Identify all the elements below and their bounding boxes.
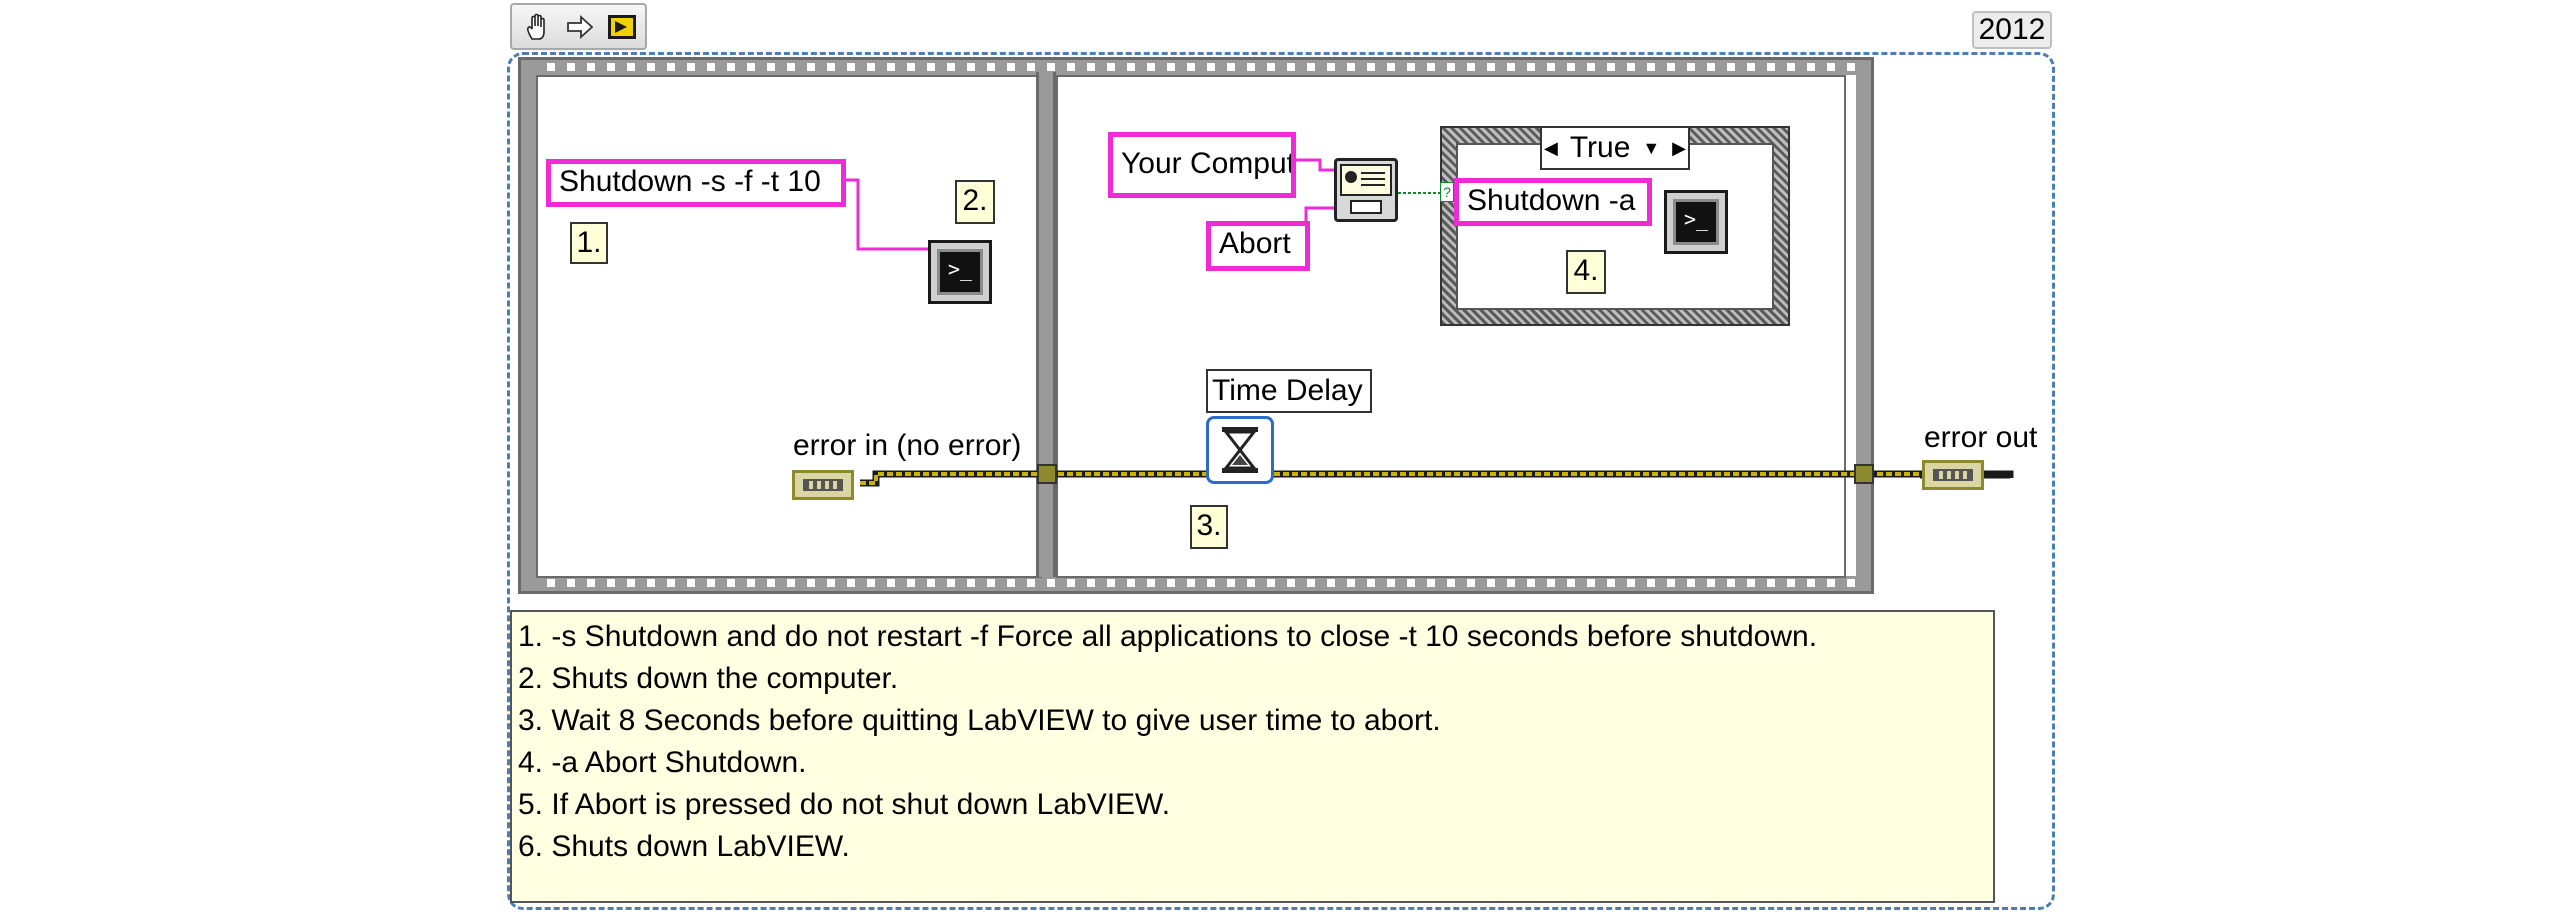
comment-line: 5. If Abort is pressed do not shut down … — [518, 788, 1171, 821]
sequence-filmstrip-top — [521, 60, 1871, 75]
case-next-icon[interactable]: ▶ — [1672, 137, 1686, 158]
abort-command-constant[interactable]: Shutdown -a — [1454, 178, 1652, 226]
step-label-1: 1. — [570, 222, 608, 264]
case-selector[interactable]: ◀ True ▼ ▶ — [1540, 126, 1690, 170]
sequence-frame-1 — [536, 75, 1042, 578]
system-exec-abort-icon[interactable]: >_ — [1664, 190, 1728, 254]
hand-icon[interactable] — [520, 11, 556, 43]
labview-vi-icon[interactable] — [604, 11, 640, 43]
step-label-2: 2. — [955, 180, 995, 224]
snippet-frame — [507, 52, 2055, 910]
system-exec-icon[interactable]: >_ — [928, 240, 992, 304]
step-label-3: 3. — [1190, 505, 1228, 549]
version-badge: 2012 — [1972, 11, 2052, 49]
toolbar — [510, 3, 647, 50]
step-label-4: 4. — [1566, 250, 1606, 294]
time-delay-hourglass-icon[interactable] — [1206, 416, 1274, 484]
error-out-terminal[interactable] — [1922, 460, 1984, 490]
comment-box: 1. -s Shutdown and do not restart -f For… — [510, 610, 1995, 903]
abort-button-constant[interactable]: Abort — [1206, 221, 1310, 271]
comment-line: 6. Shuts down LabVIEW. — [518, 830, 850, 863]
case-prev-icon[interactable]: ◀ — [1544, 137, 1558, 158]
comment-line: 3. Wait 8 Seconds before quitting LabVIE… — [518, 704, 1441, 737]
error-out-label: error out — [1924, 421, 2038, 454]
sequence-border-right — [1856, 60, 1871, 591]
error-in-label: error in (no error) — [793, 429, 1022, 462]
comment-line: 4. -a Abort Shutdown. — [518, 746, 807, 779]
sequence-border-left — [521, 60, 536, 591]
case-selector-terminal: ? — [1440, 182, 1454, 202]
error-in-terminal[interactable] — [792, 470, 854, 500]
dialog-message-constant[interactable]: Your Computer ... — [1108, 132, 1296, 198]
shutdown-command-constant[interactable]: Shutdown -s -f -t 10 — [546, 159, 846, 207]
comment-line: 2. Shuts down the computer. — [518, 662, 899, 695]
comment-line: 1. -s Shutdown and do not restart -f For… — [518, 620, 1818, 653]
dialog-icon[interactable] — [1334, 158, 1398, 222]
case-dropdown-icon[interactable]: ▼ — [1642, 137, 1661, 158]
arrow-right-icon[interactable] — [562, 11, 598, 43]
time-delay-label: Time Delay — [1206, 369, 1372, 413]
sequence-frame-divider — [1036, 72, 1056, 577]
sequence-filmstrip-bottom — [521, 576, 1871, 591]
case-selector-label: True — [1569, 131, 1631, 164]
